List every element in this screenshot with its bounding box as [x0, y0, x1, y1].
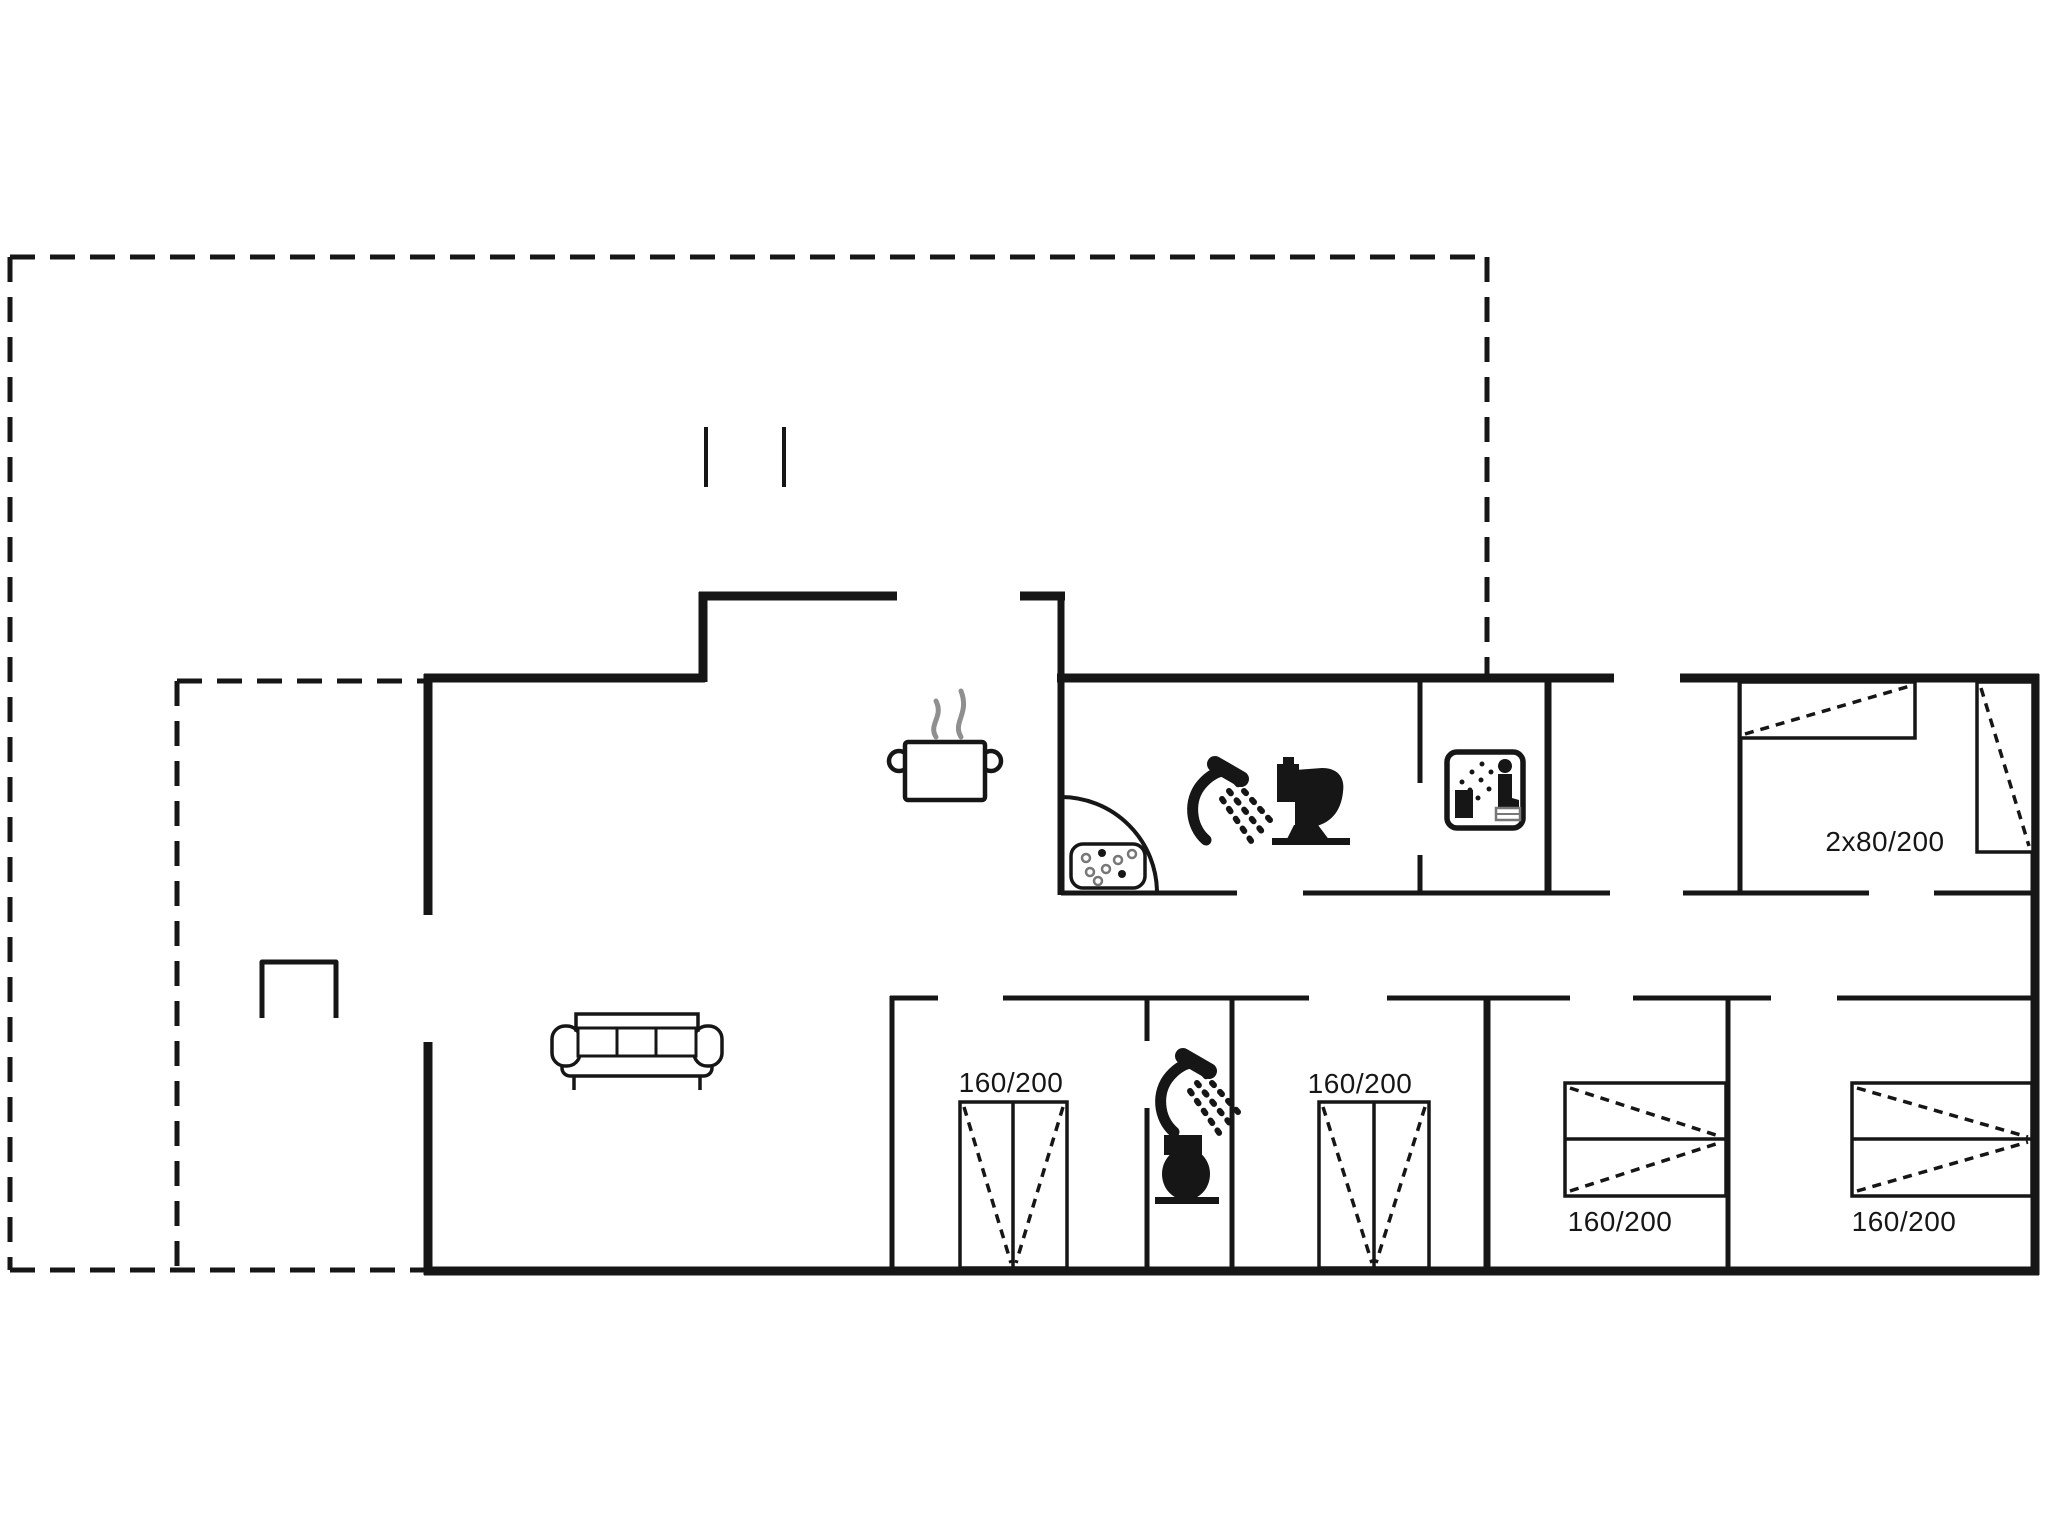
sink-counter-arc — [1060, 795, 1159, 894]
sauna-icon — [1444, 749, 1526, 831]
double-bed-icon — [1563, 1081, 1728, 1198]
double-bed-icon — [1850, 1081, 2034, 1198]
bunk-bed-icon — [1738, 680, 1917, 740]
sauna-heater — [1455, 790, 1473, 818]
sink-dots — [1080, 848, 1138, 887]
interior-walls — [889, 676, 2035, 1271]
shower-icon — [1161, 1056, 1238, 1137]
sofa-cushions — [576, 1026, 698, 1058]
sauna-person — [1494, 759, 1522, 822]
corner-sink-icon — [1060, 795, 1159, 894]
double-bed-icon — [1317, 1100, 1431, 1270]
pot-body — [902, 739, 988, 803]
grill-icon — [259, 959, 339, 1018]
bed-size-label: 160/200 — [1307, 1068, 1413, 1099]
terrace-dashed-outline — [7, 254, 1490, 1273]
sauna-steam-dots — [1459, 761, 1494, 801]
toilet-icon — [1155, 1135, 1219, 1204]
stove-pot-icon — [886, 688, 1004, 803]
shower-icon — [1187, 756, 1273, 848]
exterior-walls — [423, 591, 2040, 1276]
sofa-armrest — [550, 1024, 582, 1068]
toilet-icon — [1272, 757, 1350, 845]
bunk-bed-icon — [1975, 680, 2035, 854]
bed-size-label: 160/200 — [958, 1067, 1064, 1098]
double-bed-icon — [958, 1100, 1069, 1270]
bed-size-label: 160/200 — [1851, 1206, 1957, 1237]
bed-size-label: 2x80/200 — [1825, 826, 1945, 857]
sofa-armrest — [692, 1024, 724, 1068]
steam-icon — [931, 688, 967, 740]
sofa-icon — [550, 1012, 724, 1090]
terrace-step-marks — [704, 427, 786, 487]
bed-size-label: 160/200 — [1567, 1206, 1673, 1237]
